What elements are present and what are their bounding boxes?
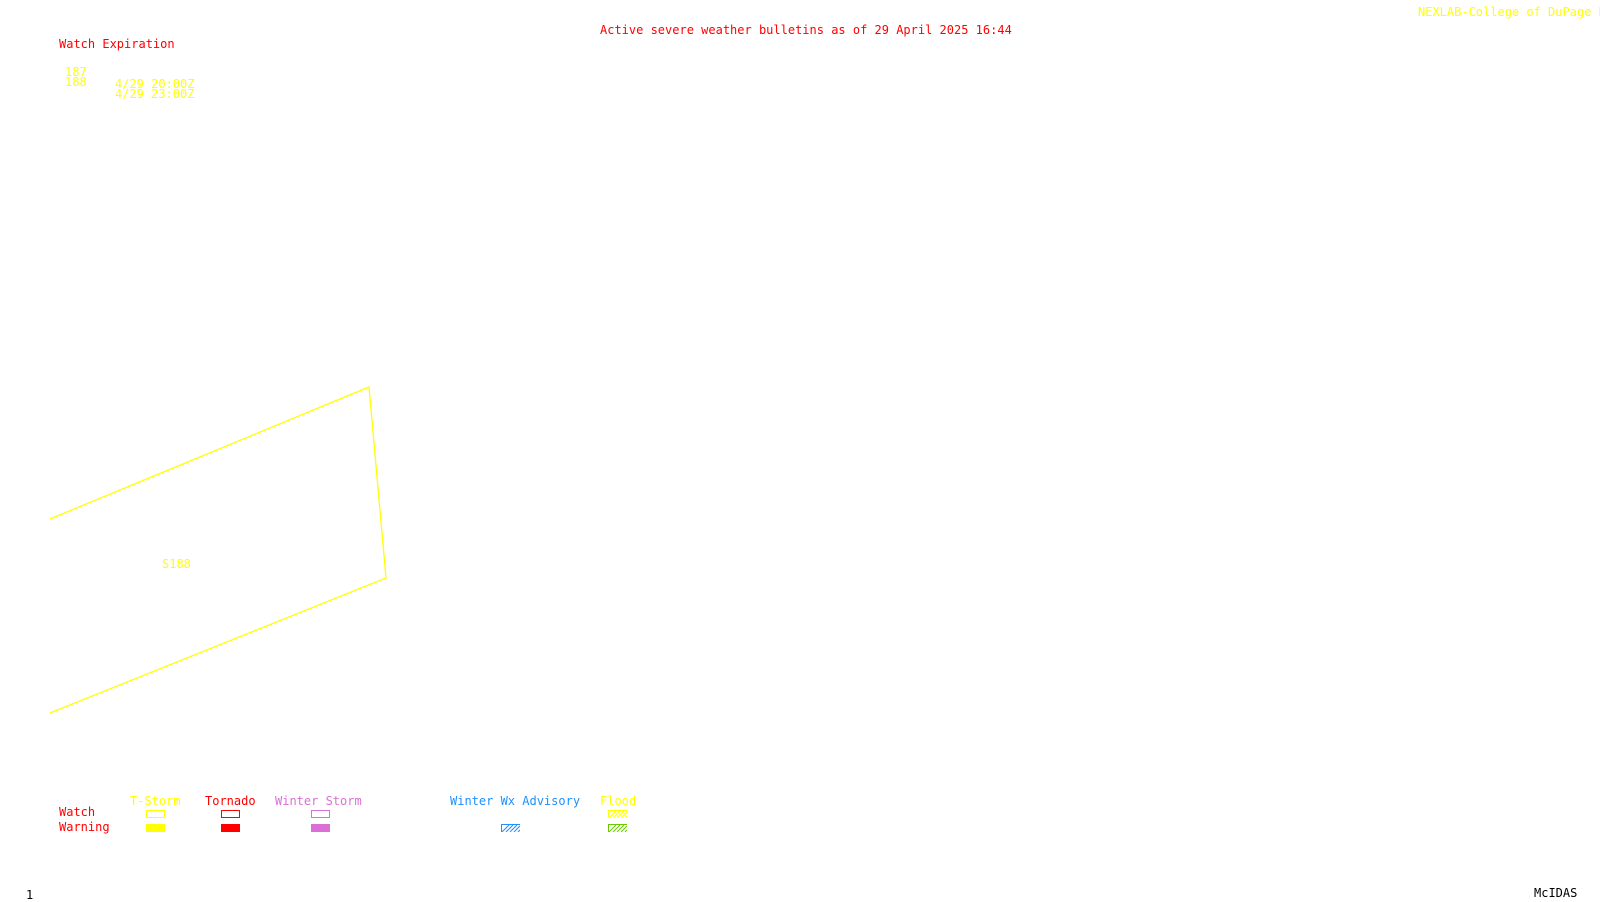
- legend-tornado-warning-swatch: [221, 824, 240, 832]
- legend-tstorm-watch-swatch: [146, 810, 165, 818]
- frame-number: 1: [26, 888, 34, 902]
- watch-expiration-row: 188 4/29 23:00Z: [65, 64, 194, 100]
- watch-expiry-time: 4/29 23:00Z: [115, 87, 195, 101]
- bulletin-title: Active severe weather bulletins as of 29…: [600, 23, 1012, 37]
- severe-thunderstorm-watch-polygon[interactable]: [49, 386, 387, 714]
- legend-flood-watch-swatch: [608, 810, 627, 818]
- legend-tstorm-warning-swatch: [146, 824, 165, 832]
- legend-winter-storm-watch-swatch: [311, 810, 330, 818]
- watch-polygon-label: S188: [162, 557, 191, 571]
- legend-winter-storm-warning-swatch: [311, 824, 330, 832]
- legend-tornado-label: Tornado: [205, 794, 256, 808]
- source-credit: NEXLAB-College of DuPage R: [1418, 5, 1600, 19]
- legend-watch-label: Watch: [59, 805, 96, 819]
- legend-winter-wx-advisory-swatch: [501, 824, 520, 832]
- legend-winter-wx-advisory-label: Winter Wx Advisory: [450, 794, 581, 808]
- legend-warning-label: Warning: [59, 820, 110, 834]
- software-credit: McIDAS: [1534, 886, 1578, 900]
- watch-expiration-row: 187 4/29 20:00Z: [65, 54, 194, 90]
- legend-tornado-watch-swatch: [221, 810, 240, 818]
- watch-expiration-heading: Watch Expiration: [59, 37, 175, 51]
- watch-expiry-time: 4/29 20:00Z: [115, 77, 195, 91]
- watch-number: 188: [65, 75, 87, 89]
- legend-flood-label: Flood: [600, 794, 637, 808]
- watch-number: 187: [65, 65, 87, 79]
- legend-winter-storm-label: Winter Storm: [275, 794, 362, 808]
- legend-tstorm-label: T-Storm: [130, 794, 181, 808]
- legend-flood-warning-swatch: [608, 824, 627, 832]
